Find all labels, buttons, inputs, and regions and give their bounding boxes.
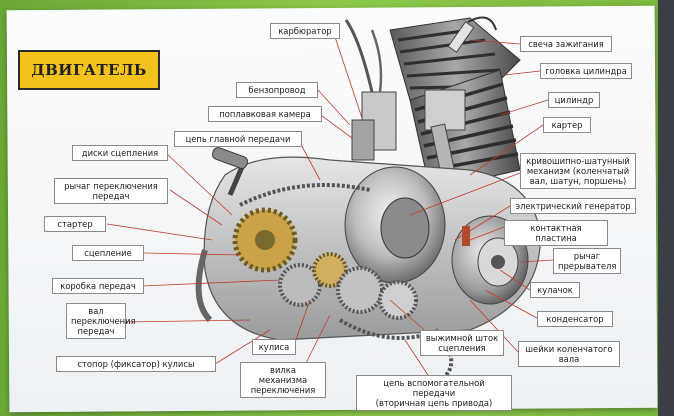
label-clutch-discs: диски сцепления [72, 145, 168, 161]
label-contact-plate: контактная пластина [504, 220, 608, 246]
label-primary-chain: цепь главной передачи [174, 131, 302, 147]
label-crankcase: картер [543, 117, 591, 133]
label-shift-fork: вилка механизма переключения [240, 362, 326, 398]
page-title: ДВИГАТЕЛЬ [31, 61, 147, 79]
label-gear-lever: рычаг переключения передач [54, 178, 168, 204]
label-clutch-pushrod: выжимной шток сцепления [420, 330, 504, 356]
crankshaft-wheel [345, 167, 445, 283]
label-gearbox: коробка передач [52, 278, 144, 294]
label-spark-plug: свеча зажигания [520, 36, 612, 52]
label-generator: электрический генератор [510, 198, 636, 214]
label-rocker: кулиса [252, 339, 296, 355]
label-condenser: конденсатор [537, 311, 613, 327]
label-carburetor: карбюратор [270, 23, 340, 39]
label-clutch: сцепление [72, 245, 144, 261]
carburetor [346, 20, 396, 160]
label-cylinder: цилиндр [548, 92, 600, 108]
label-cylinder-head: головка цилиндра [540, 63, 632, 79]
label-stopper: стопор (фиксатор) кулисы [56, 356, 216, 372]
title-banner: ДВИГАТЕЛЬ [18, 50, 160, 90]
label-fuel-line: бензопровод [236, 82, 318, 98]
label-float-chamber: поплавковая камера [208, 106, 322, 122]
label-crank-journals: шейки коленчатого вала [518, 341, 620, 367]
label-secondary-chain: цепь вспомогательной передачи (вторичная… [356, 375, 512, 411]
label-cam: кулачок [530, 282, 580, 298]
label-starter: стартер [44, 216, 106, 232]
label-crank-mechanism: кривошипно-шатунный механизм (коленчатый… [520, 153, 636, 189]
label-breaker-lever: рычаг прерывателя [553, 248, 621, 274]
clutch-gear [235, 210, 295, 270]
label-shift-shaft: вал переключения передач [66, 303, 126, 339]
